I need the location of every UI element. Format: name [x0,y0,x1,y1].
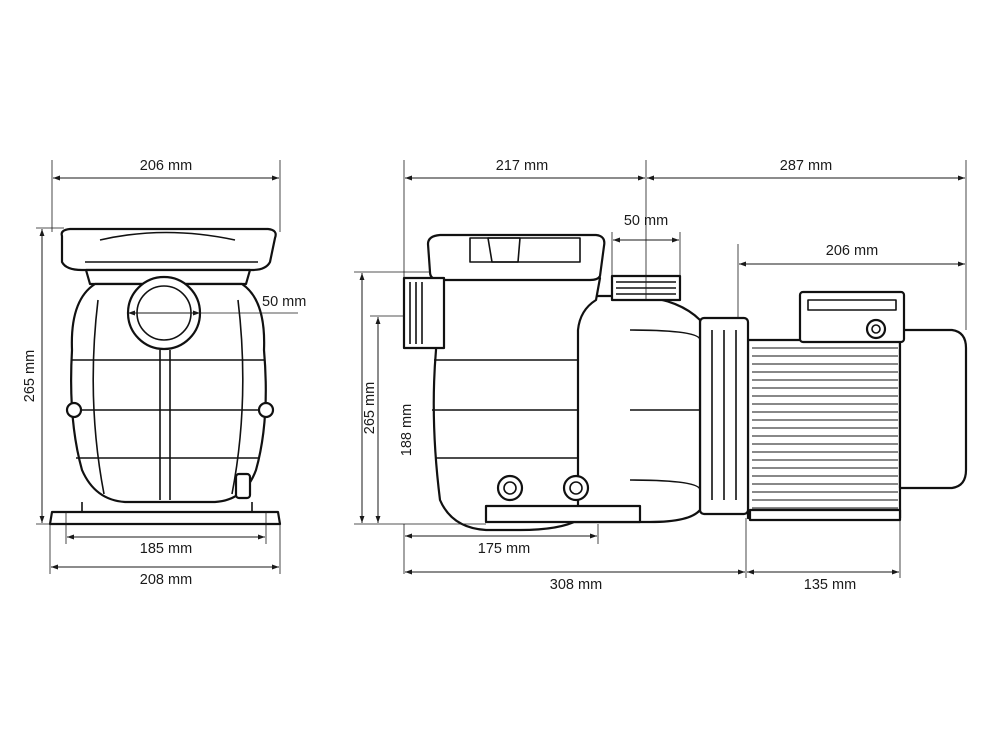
front-lid [60,227,277,272]
motor-fins [752,347,898,509]
dim-side-inlet-height: 188 mm [399,404,415,456]
dim-front-height: 265 mm [22,350,38,402]
cable-gland-inner [871,324,881,334]
cable-gland-icon [865,318,887,340]
side-view [402,233,968,532]
front-rib-v2 [231,299,244,495]
prefilter-housing [432,276,602,532]
pump-base [484,504,642,524]
lid-grip [487,237,521,263]
front-view [48,227,282,526]
front-lid-dome [99,231,236,241]
front-base [48,510,282,526]
dim-front-base-width: 208 mm [140,572,192,588]
inlet-thread [409,282,423,344]
lid-top [469,237,581,263]
prefilter-ribs [432,359,578,459]
drain-plug-1-inner [503,481,517,495]
front-rib-center [159,350,171,500]
motor-body [746,338,902,520]
drain-plug-2-inner [569,481,583,495]
front-rib-v1 [92,299,105,495]
dim-side-outlet: 50 mm [624,213,668,229]
front-ear-left [65,401,83,419]
dim-side-motor-box: 206 mm [826,243,878,259]
motor-fan-cover [898,328,968,490]
drain-plug-1 [496,474,524,502]
dim-side-prefilter-length: 217 mm [496,158,548,174]
dim-side-pump-length: 308 mm [550,577,602,593]
front-ear-right [257,401,275,419]
dim-front-foot-spacing: 185 mm [140,541,192,557]
dim-front-inlet: 50 mm [262,294,306,310]
dim-side-height: 265 mm [362,382,378,434]
dim-front-top-width: 206 mm [140,158,192,174]
dimension-annotations: 206 mm 265 mm 50 mm 185 mm 208 mm 217 mm… [22,158,967,593]
front-base-legs [81,502,253,512]
dim-side-motor-length: 287 mm [780,158,832,174]
flange-bolts [711,330,737,500]
dim-side-motor-base: 135 mm [804,577,856,593]
drain-plug-2 [562,474,590,502]
terminal-box-lid [807,299,897,311]
front-drain-plug [234,472,252,500]
front-basket-body [70,282,267,504]
motor-foot [748,508,902,522]
prefilter-lid [426,233,606,282]
housing-ribs [629,329,701,491]
dim-side-base-length: 175 mm [478,541,530,557]
